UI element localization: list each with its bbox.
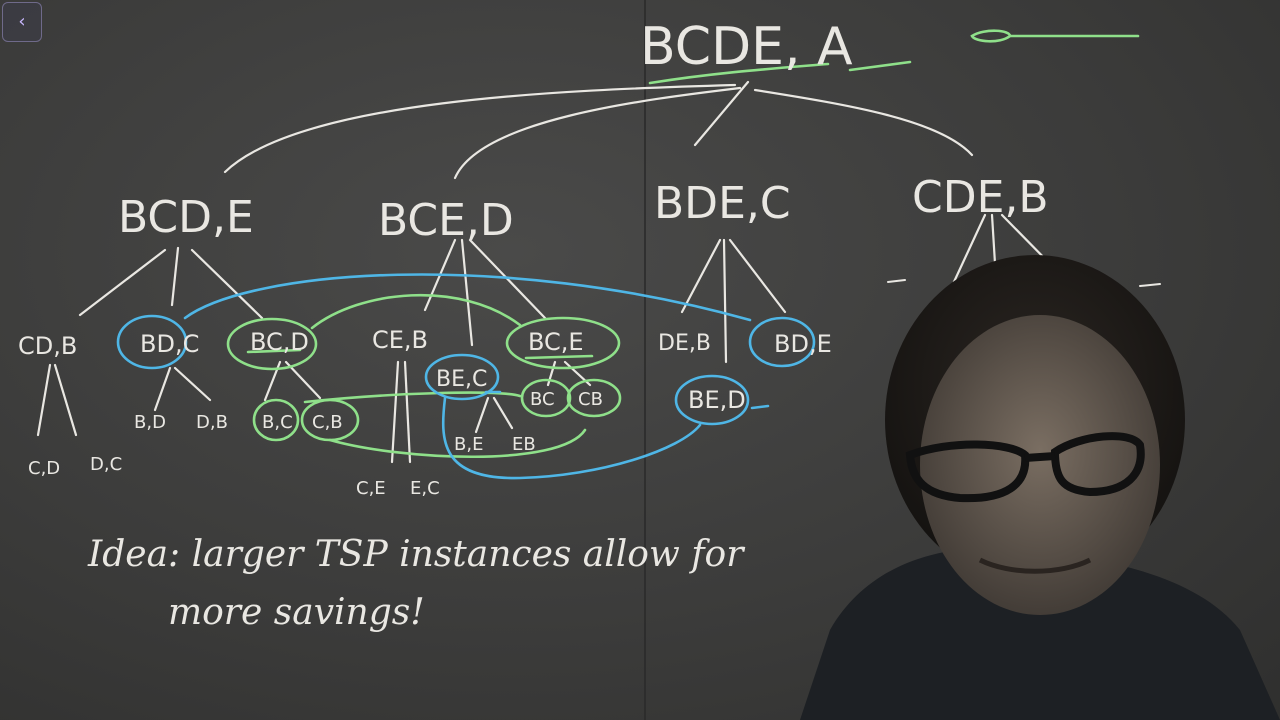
whiteboard-seam (644, 0, 646, 720)
node-b-c: B,C (262, 412, 293, 433)
node-b-d: B,D (134, 412, 166, 433)
node-bc: BC (530, 389, 555, 410)
node-cde-b: CDE,B (912, 172, 1049, 223)
node-b-e: B,E (454, 434, 483, 455)
face (920, 315, 1160, 615)
node-bc-e: BC,E (528, 328, 584, 356)
chevron-left-icon: ‹ (18, 11, 26, 32)
green-memo-links (226, 29, 1140, 459)
presenter-figure (800, 255, 1280, 720)
node-bcd-e: BCD,E (118, 192, 254, 243)
back-button[interactable]: ‹ (2, 2, 42, 42)
node-de-b: DE,B (658, 331, 711, 356)
idea-line-1: Idea: larger TSP instances allow for (87, 534, 745, 575)
node-d-b: D,B (196, 412, 228, 433)
node-c-b: C,B (312, 412, 343, 433)
shirt (800, 547, 1280, 720)
node-be-c: BE,C (436, 367, 487, 392)
node-bc-d: BC,D (250, 328, 309, 356)
idea-line-2: more savings! (168, 592, 425, 633)
node-bd-c: BD,C (140, 330, 199, 358)
glasses-icon (905, 432, 1145, 503)
node-be-d: BE,D (688, 386, 746, 414)
node-c-e: C,E (356, 478, 386, 499)
root-label: BCDE, A (640, 17, 853, 77)
node-bce-d: BCE,D (378, 195, 514, 246)
node-bde-c: BDE,C (654, 178, 791, 229)
tree-edges (36, 80, 1117, 464)
mouth (978, 557, 1092, 574)
node-ce-b: CE,B (372, 326, 428, 354)
node-cd-b: CD,B (18, 332, 77, 360)
blue-memo-links (116, 273, 816, 480)
node-eb: EB (512, 434, 536, 455)
node-c-d: C,D (28, 458, 60, 479)
node-d-c: D,C (90, 454, 122, 475)
node-bd-e: BD,E (774, 330, 832, 358)
node-cb: CB (578, 389, 603, 410)
node-e-c: E,C (410, 478, 440, 499)
